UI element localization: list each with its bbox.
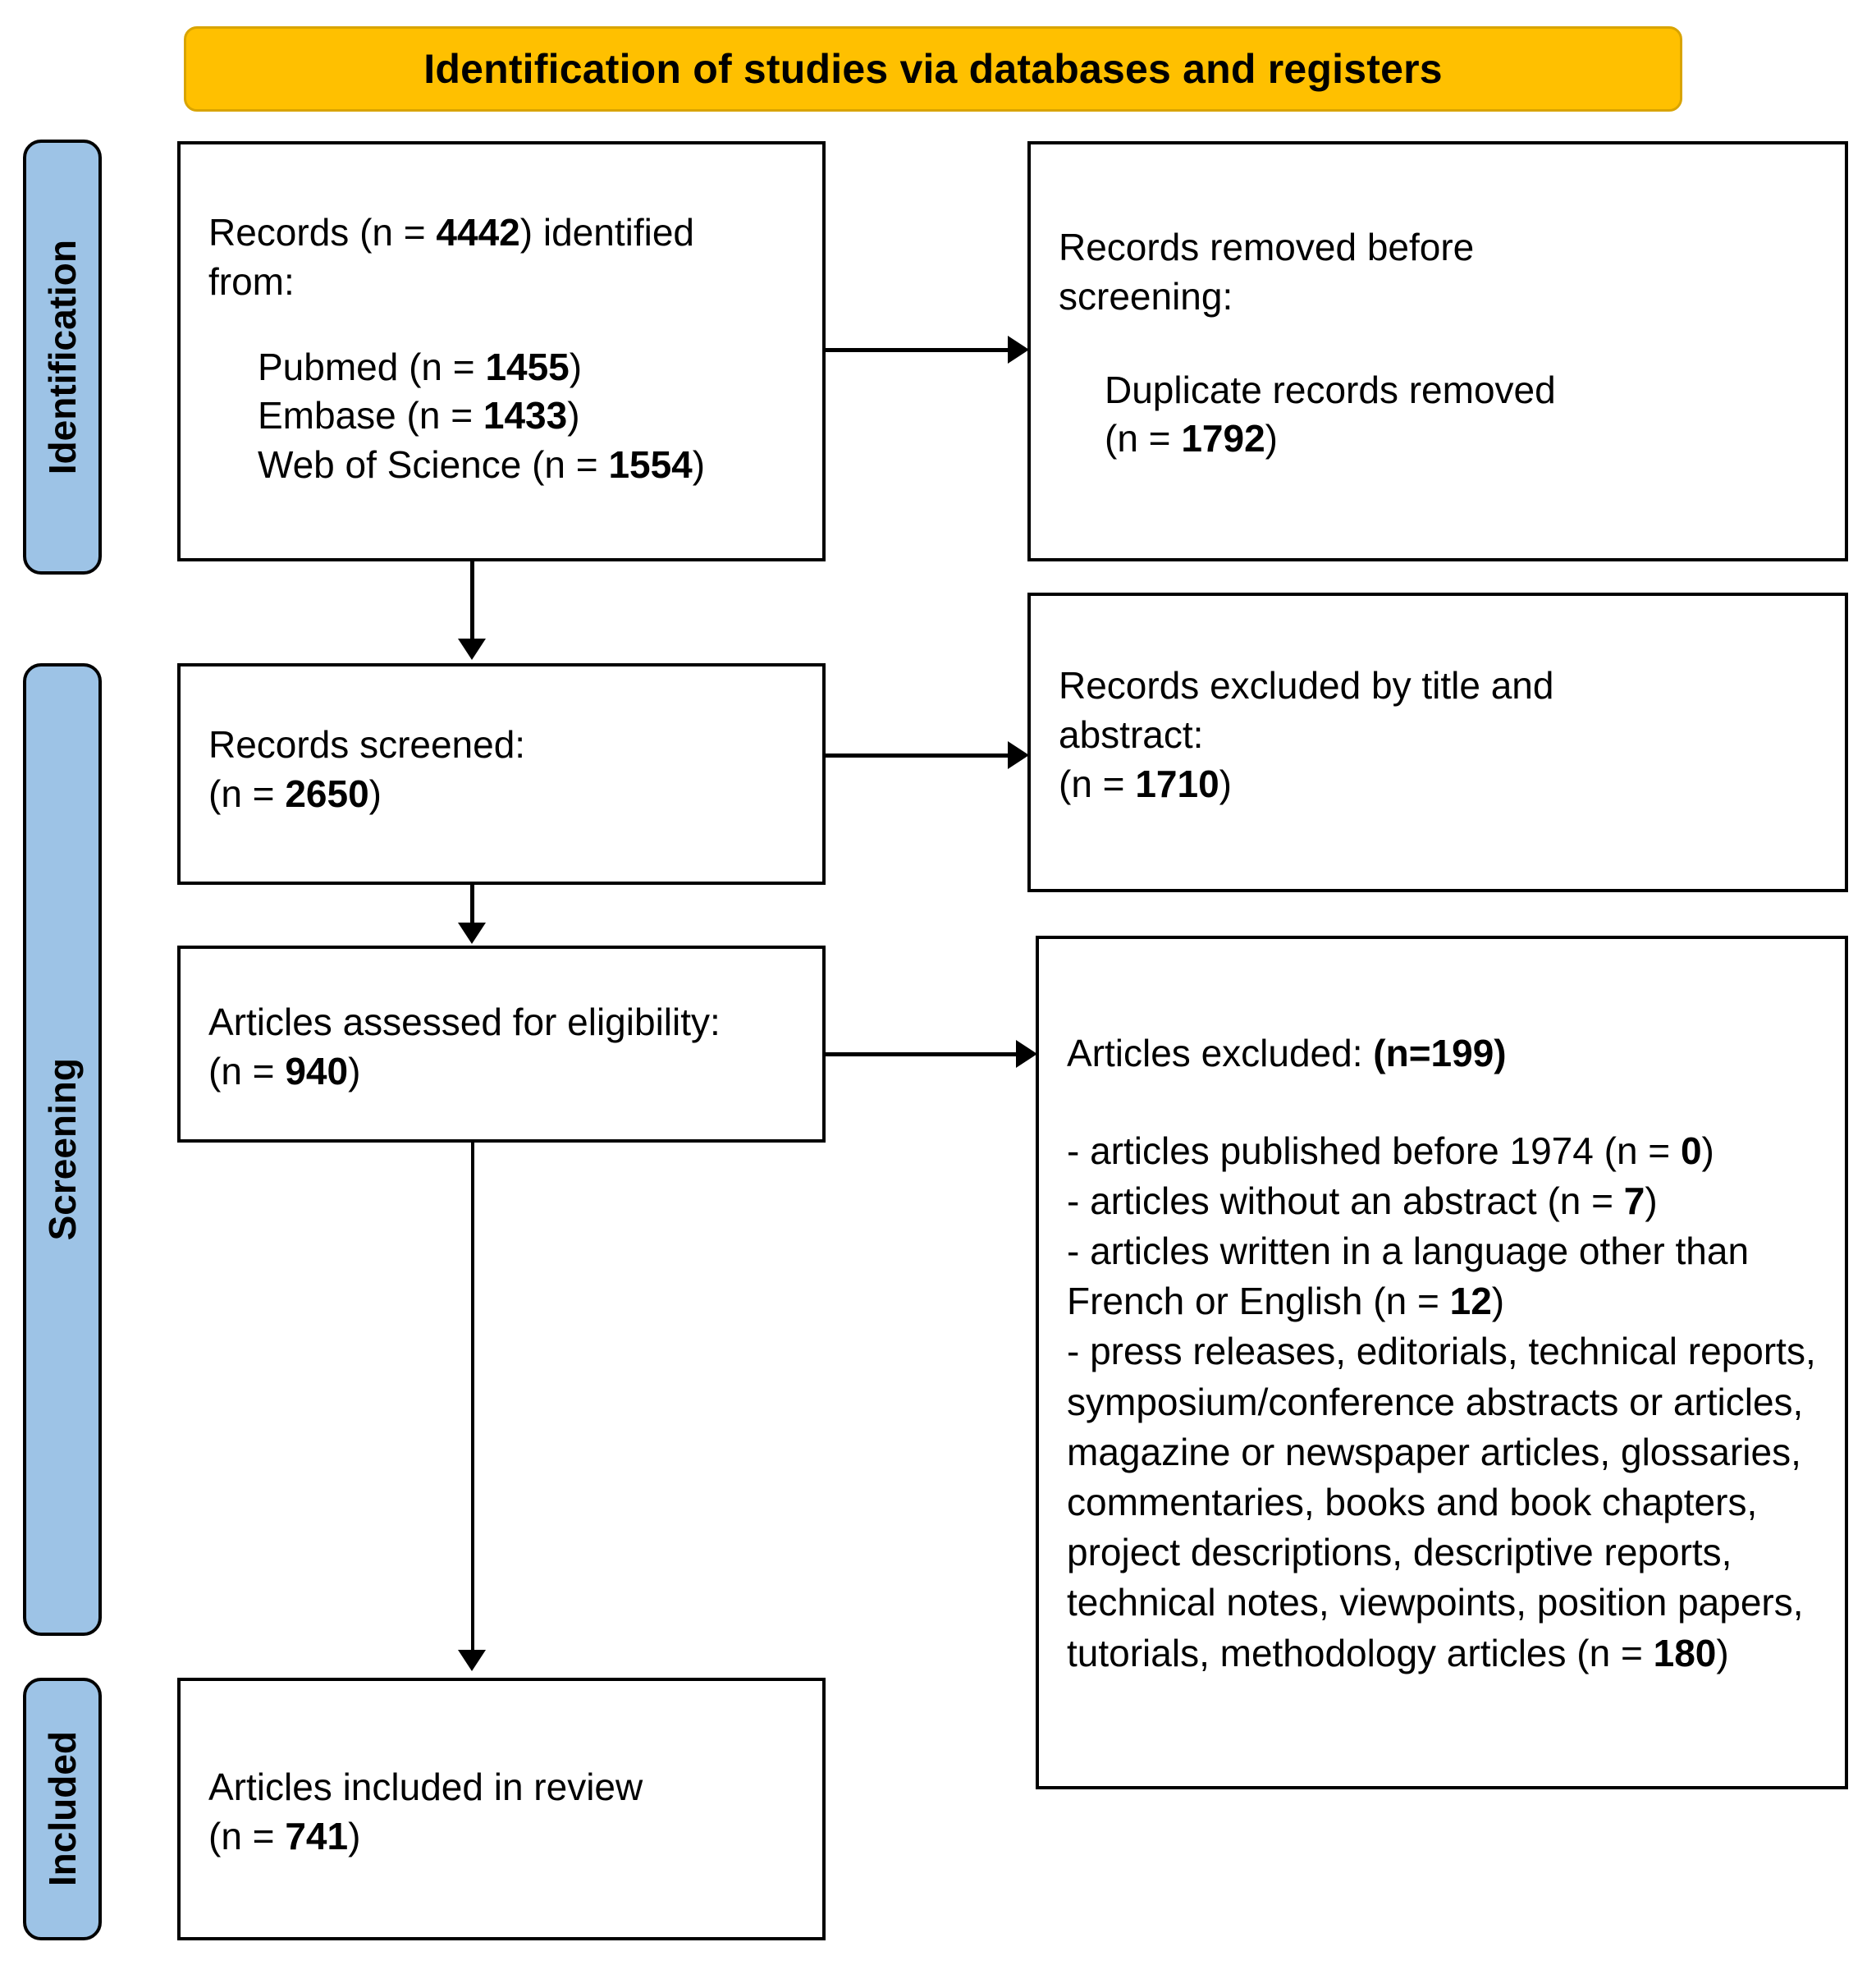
connector-screened-to-eligibility [470,885,474,924]
node-records-removed-content: Records removed before screening: Duplic… [1031,144,1845,464]
stage-label-identification: Identification [41,239,84,475]
stage-tab-identification: Identification [23,140,102,575]
records-screened-label: Records screened: [208,723,526,766]
arrowhead-down-icon [458,923,486,944]
connector-eligibility-to-articles-excluded [826,1052,1016,1056]
duplicate-records-label: Duplicate records removed [1105,368,1556,411]
records-identified-line1: Records (n = 4442) identified [208,211,694,254]
exclusion-reason-publication-type: - press releases, editorials, technical … [1067,1330,1816,1674]
records-excluded-count: (n = 1710) [1059,762,1232,805]
node-records-screened-content: Records screened: (n = 2650) [181,666,822,819]
connector-identified-to-removed [826,348,1008,352]
exclusion-reason-language: - articles written in a language other t… [1067,1230,1750,1323]
records-removed-line1: Records removed before [1059,226,1475,268]
stage-tab-screening: Screening [23,663,102,1636]
node-included-review-content: Articles included in review (n = 741) [181,1681,822,1862]
arrowhead-right-icon [1016,1040,1037,1068]
stage-label-included: Included [41,1731,84,1887]
arrowhead-right-icon [1008,741,1029,769]
node-records-removed: Records removed before screening: Duplic… [1027,141,1848,561]
node-articles-excluded: Articles excluded: (n=199) - articles pu… [1036,936,1848,1789]
header-banner: Identification of studies via databases … [184,26,1682,112]
eligibility-label: Articles assessed for eligibility: [208,1001,721,1043]
exclusion-reason-no-abstract: - articles without an abstract (n = 7) [1067,1179,1658,1222]
arrowhead-right-icon [1008,336,1029,364]
connector-eligibility-to-included [471,1143,474,1651]
connector-identified-to-screened [470,561,474,640]
stage-tab-included: Included [23,1678,102,1940]
node-articles-excluded-content: Articles excluded: (n=199) - articles pu… [1039,939,1845,1679]
articles-excluded-title: Articles excluded: (n=199) [1067,1032,1507,1074]
node-records-identified: Records (n = 4442) identified from: Pubm… [177,141,826,561]
node-articles-assessed-eligibility: Articles assessed for eligibility: (n = … [177,946,826,1143]
node-articles-included-review: Articles included in review (n = 741) [177,1678,826,1940]
included-review-label: Articles included in review [208,1766,643,1808]
exclusion-reason-before-1974: - articles published before 1974 (n = 0) [1067,1129,1714,1172]
records-removed-line2: screening: [1059,274,1233,318]
node-eligibility-content: Articles assessed for eligibility: (n = … [181,949,822,1097]
node-records-excluded-content: Records excluded by title and abstract: … [1031,596,1845,808]
page-title: Identification of studies via databases … [423,46,1443,92]
arrowhead-down-icon [458,639,486,660]
records-screened-count: (n = 2650) [208,772,382,815]
source-web-of-science: Web of Science (n = 1554) [258,443,706,487]
node-records-screened: Records screened: (n = 2650) [177,663,826,885]
records-identified-source-list: Pubmed (n = 1455) Embase (n = 1433) Web … [208,343,794,490]
node-records-excluded: Records excluded by title and abstract: … [1027,593,1848,892]
connector-screened-to-excluded [826,753,1008,758]
stage-label-screening: Screening [41,1058,84,1241]
included-review-count: (n = 741) [208,1814,361,1857]
records-excluded-line1: Records excluded by title and [1059,664,1554,707]
duplicate-records-count: (n = 1792) [1105,417,1278,460]
eligibility-count: (n = 940) [208,1049,361,1092]
records-removed-detail: Duplicate records removed (n = 1792) [1059,366,1817,465]
source-pubmed: Pubmed (n = 1455) [258,345,583,388]
arrowhead-down-icon [458,1650,486,1671]
records-excluded-line2: abstract: [1059,712,1204,756]
records-identified-line2: from: [208,259,295,303]
source-embase: Embase (n = 1433) [258,394,580,437]
node-records-identified-content: Records (n = 4442) identified from: Pubm… [181,144,822,490]
